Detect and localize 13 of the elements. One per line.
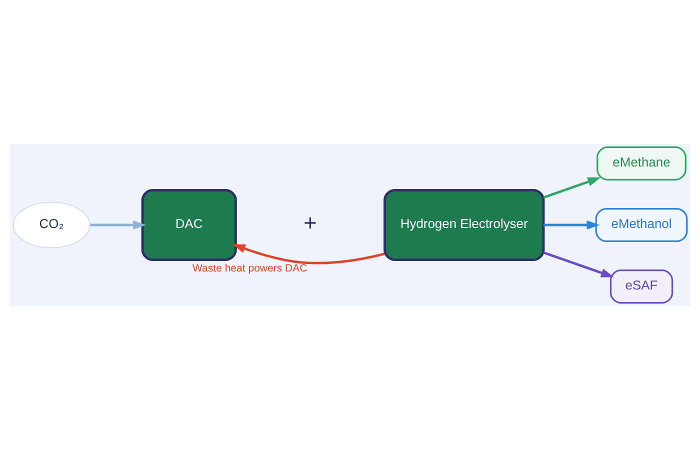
arrow (90, 220, 146, 230)
node-box: Hydrogen Electrolyser (384, 188, 545, 262)
label: + (304, 210, 317, 236)
node-box: eMethane (596, 146, 686, 180)
arrow (543, 251, 614, 278)
node-box: DAC (141, 188, 237, 262)
arrow (543, 177, 601, 199)
arrow (544, 220, 600, 230)
node-box: eMethanol (595, 208, 688, 242)
edge-label: Waste heat powers DAC (192, 262, 308, 274)
arrow (232, 244, 385, 264)
node-ellipse: CO₂ (12, 202, 90, 248)
node-box: eSAF (610, 270, 674, 304)
